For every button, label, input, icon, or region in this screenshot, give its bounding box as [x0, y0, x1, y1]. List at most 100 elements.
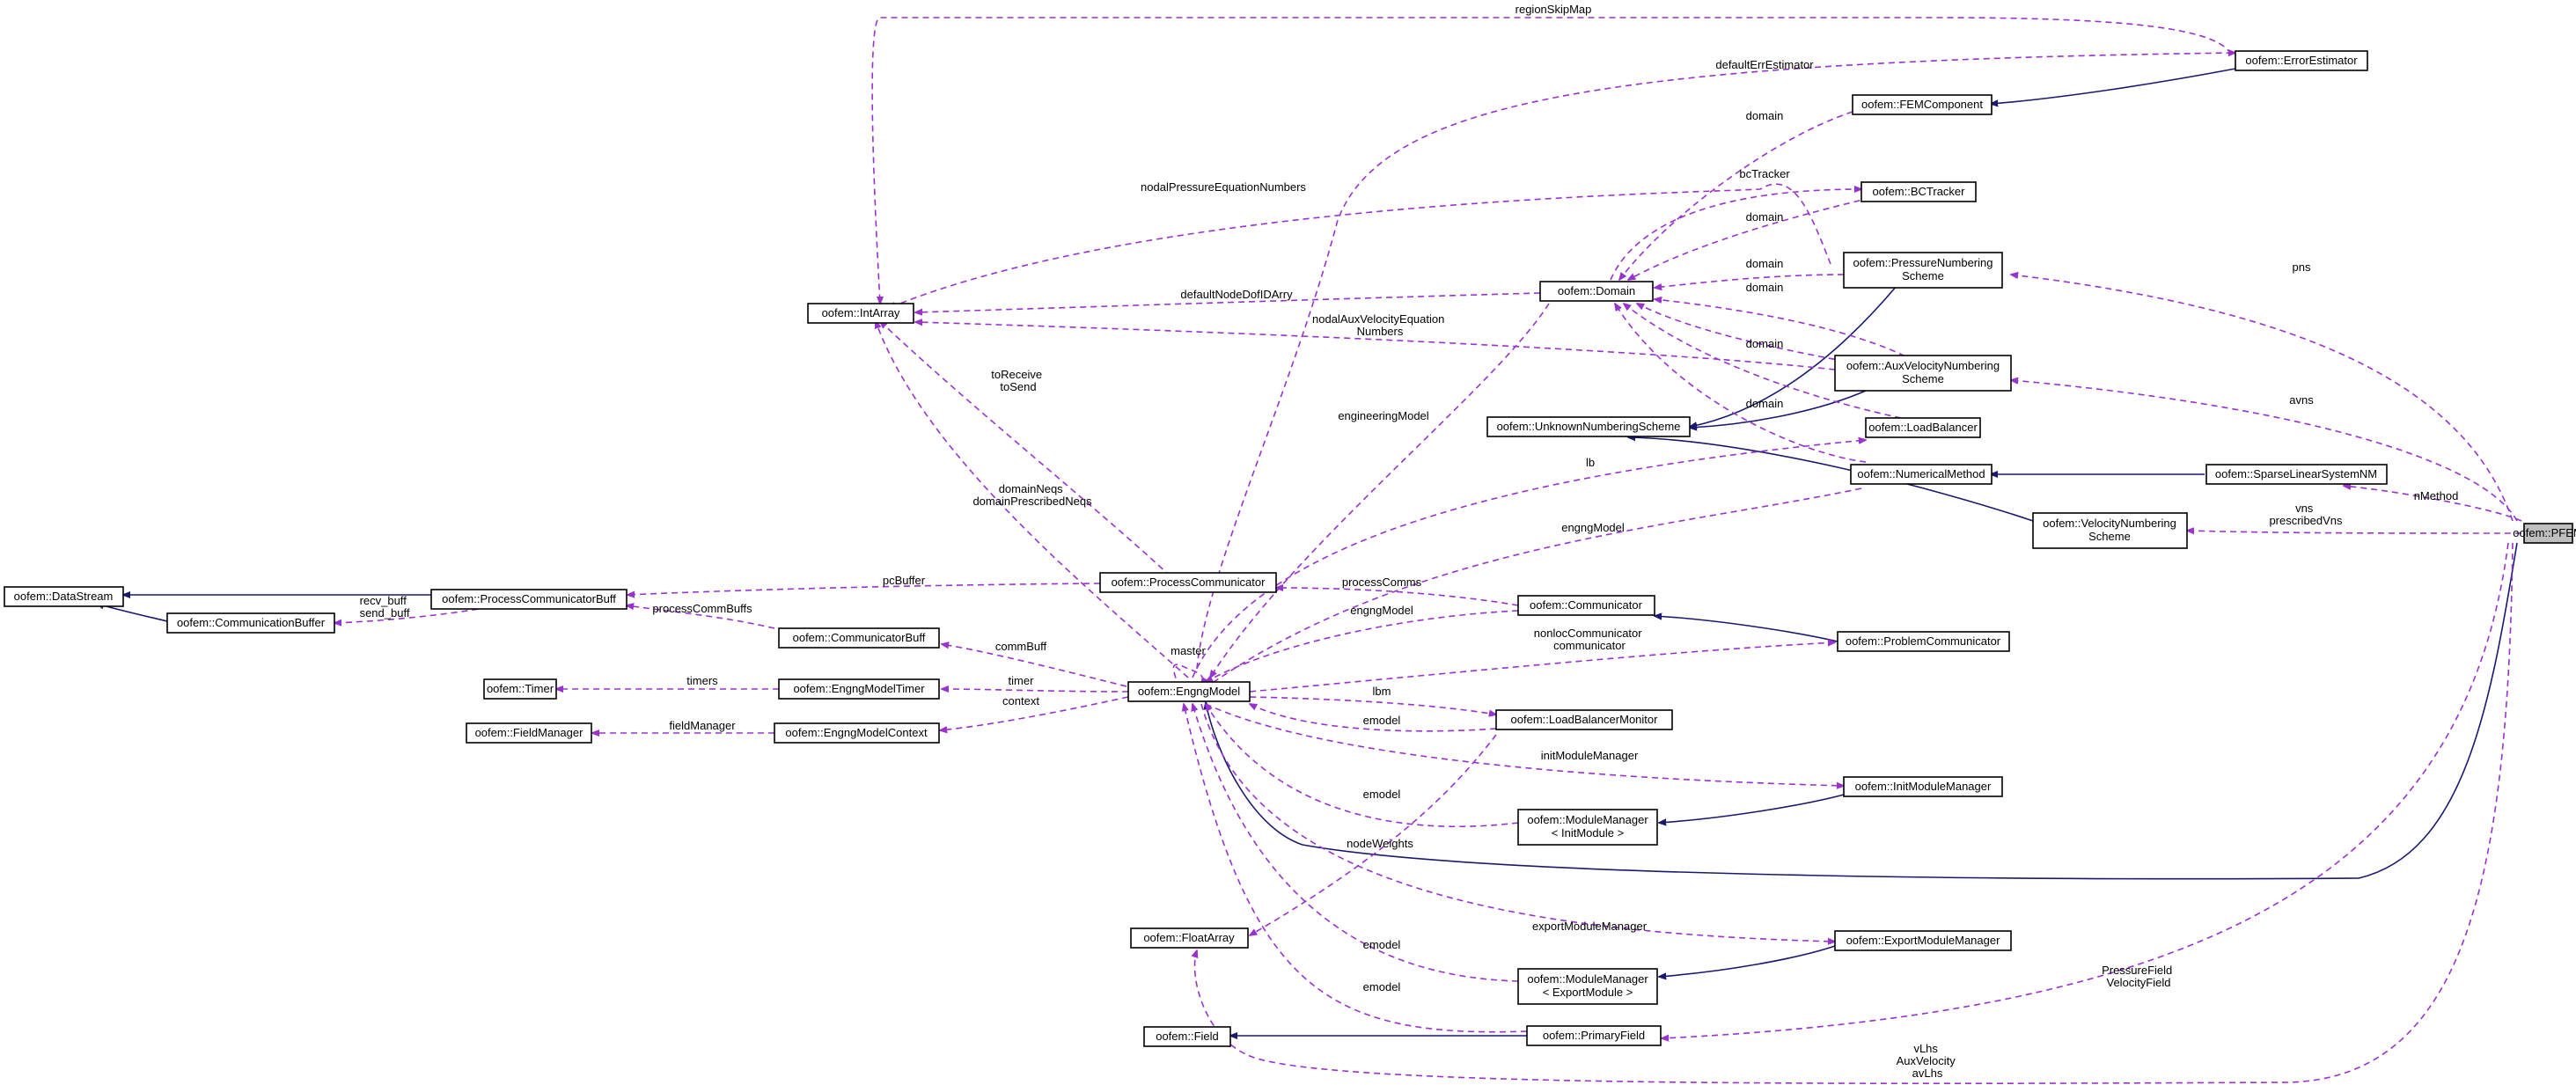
- node-field-label: oofem::Field: [1156, 1030, 1219, 1043]
- edge-emodel-init: [1206, 704, 1519, 828]
- label-defaultnodedof: defaultNodeDofIDArry: [1180, 288, 1293, 301]
- node-processcommunicator[interactable]: oofem::ProcessCommunicator: [1099, 572, 1277, 593]
- node-initmodulemanager[interactable]: oofem::InitModuleManager: [1843, 776, 2003, 797]
- node-femcomponent-label: oofem::FEMComponent: [1861, 98, 1983, 111]
- label-bctracker: bcTracker: [1739, 167, 1790, 180]
- edge-recvbuff: [334, 606, 489, 623]
- label-exportmodulemanager: exportModuleManager: [1532, 920, 1648, 933]
- edge-engngmodel-comm: [1206, 610, 1519, 682]
- node-femcomponent[interactable]: oofem::FEMComponent: [1852, 94, 1993, 115]
- node-errorestimator[interactable]: oofem::ErrorEstimator: [2235, 50, 2368, 71]
- node-communicationbuffer-label: oofem::CommunicationBuffer: [177, 616, 326, 629]
- node-engngmodel[interactable]: oofem::EngngModel: [1127, 681, 1251, 702]
- edge-defaultnodedof: [915, 292, 1541, 312]
- node-timer-label: oofem::Timer: [487, 682, 554, 695]
- node-processcommunicatorbuff[interactable]: oofem::ProcessCommunicatorBuff: [430, 589, 627, 610]
- node-velocitynumberingscheme-label1: oofem::VelocityNumbering: [2043, 517, 2176, 530]
- label-fields-line2: VelocityField: [2107, 976, 2171, 989]
- node-primaryfield-label: oofem::PrimaryField: [1543, 1029, 1645, 1042]
- edge-aux-unknown: [1690, 390, 1867, 428]
- node-exportmodulemanager[interactable]: oofem::ExportModuleManager: [1834, 930, 2012, 951]
- node-modulemanager-exportmodule[interactable]: oofem::ModuleManager < ExportModule >: [1517, 968, 1658, 1005]
- node-engngmodeltimer[interactable]: oofem::EngngModelTimer: [778, 678, 940, 700]
- node-unknownnumberingscheme[interactable]: oofem::UnknownNumberingScheme: [1486, 416, 1691, 437]
- label-toreceive-line2: toSend: [1000, 380, 1036, 393]
- edge-domain-loadbalancer: [1624, 304, 1902, 419]
- edge-lb: [1192, 440, 1866, 678]
- edge-domainneqs: [876, 321, 1189, 678]
- node-auxvelocitynumberingscheme-label2: Scheme: [1902, 372, 1944, 385]
- node-primaryfield[interactable]: oofem::PrimaryField: [1526, 1025, 1662, 1046]
- node-communicatorbuff[interactable]: oofem::CommunicatorBuff: [778, 627, 940, 649]
- edge-nodeweights: [1250, 734, 1497, 935]
- node-timer[interactable]: oofem::Timer: [483, 678, 557, 700]
- label-nodalauxvelocity-line1: nodalAuxVelocityEquation: [1312, 312, 1444, 326]
- edge-domain-pressure: [1655, 274, 1845, 288]
- node-numericalmethod[interactable]: oofem::NumericalMethod: [1850, 464, 1993, 485]
- node-intarray[interactable]: oofem::IntArray: [807, 303, 914, 324]
- node-processcommunicator-label: oofem::ProcessCommunicator: [1112, 575, 1266, 589]
- label-domain-loadbalancer: domain: [1746, 397, 1784, 410]
- node-loadbalancermonitor-label: oofem::LoadBalancerMonitor: [1511, 713, 1659, 726]
- node-modulemanager-exportmodule-label1: oofem::ModuleManager: [1527, 972, 1648, 986]
- node-intarray-label: oofem::IntArray: [822, 306, 900, 319]
- edge-domain-bctracker: [1628, 197, 1871, 280]
- node-auxvelocitynumberingscheme[interactable]: oofem::AuxVelocityNumbering Scheme: [1834, 355, 2012, 392]
- node-velocitynumberingscheme[interactable]: oofem::VelocityNumbering Scheme: [2032, 512, 2188, 549]
- node-datastream[interactable]: oofem::DataStream: [4, 586, 124, 607]
- label-domain-aux2: domain: [1746, 337, 1784, 350]
- node-floatarray-label: oofem::FloatArray: [1143, 931, 1235, 944]
- node-communicatorbuff-label: oofem::CommunicatorBuff: [793, 631, 926, 644]
- edge-fields: [1662, 542, 2509, 1038]
- node-loadbalancermonitor[interactable]: oofem::LoadBalancerMonitor: [1495, 709, 1673, 730]
- node-modulemanager-initmodule[interactable]: oofem::ModuleManager < InitModule >: [1517, 809, 1658, 846]
- node-pressurenumberingscheme-label2: Scheme: [1902, 269, 1944, 282]
- edge-engineeringmodel: [1210, 303, 1550, 678]
- node-bctracker[interactable]: oofem::BCTracker: [1860, 181, 1977, 202]
- label-emodel-lbm: emodel: [1363, 714, 1401, 727]
- label-domain-bctracker: domain: [1746, 210, 1784, 224]
- node-pfem[interactable]: oofem::PFEM: [2513, 523, 2576, 544]
- node-pressurenumberingscheme[interactable]: oofem::PressureNumbering Scheme: [1843, 252, 2003, 289]
- node-bctracker-label: oofem::BCTracker: [1873, 185, 1966, 198]
- node-loadbalancer[interactable]: oofem::LoadBalancer: [1865, 417, 1981, 438]
- node-sparselinearsystemnm-label: oofem::SparseLinearSystemNM: [2215, 467, 2377, 480]
- node-datastream-label: oofem::DataStream: [14, 590, 114, 603]
- edge-domain-aux: [1655, 299, 1915, 362]
- node-engngmodel-label: oofem::EngngModel: [1138, 685, 1240, 698]
- edges: [97, 17, 2522, 1085]
- label-timers: timers: [686, 674, 718, 687]
- node-domain-label: oofem::Domain: [1558, 284, 1635, 297]
- label-domain-femcomponent: domain: [1746, 109, 1784, 122]
- node-fieldmanager[interactable]: oofem::FieldManager: [466, 722, 592, 744]
- node-communicator[interactable]: oofem::Communicator: [1517, 595, 1655, 616]
- node-floatarray[interactable]: oofem::FloatArray: [1130, 927, 1249, 949]
- label-fields-line1: PressureField: [2102, 964, 2172, 977]
- label-engineeringmodel: engineeringModel: [1338, 409, 1428, 422]
- node-engngmodelcontext[interactable]: oofem::EngngModelContext: [774, 722, 940, 744]
- node-problemcommunicator[interactable]: oofem::ProblemCommunicator: [1837, 631, 2010, 652]
- node-communicationbuffer[interactable]: oofem::CommunicationBuffer: [166, 612, 335, 634]
- label-engngmodel-comm: engngModel: [1350, 604, 1413, 617]
- node-field[interactable]: oofem::Field: [1143, 1026, 1231, 1047]
- edge-domain-femcomponent: [1619, 111, 1853, 280]
- label-domainneqs-line1: domainNeqs: [999, 482, 1063, 495]
- node-domain[interactable]: oofem::Domain: [1539, 281, 1654, 302]
- label-vns-line2: prescribedVns: [2269, 514, 2343, 527]
- label-lb: lb: [1586, 456, 1595, 469]
- edge-bctracker: [1610, 189, 1861, 281]
- label-engngmodel-numerical: engngModel: [1561, 521, 1625, 534]
- edge-emodel-export: [1193, 704, 1519, 982]
- label-fieldmanager: fieldManager: [669, 719, 736, 732]
- edge-avns: [2011, 380, 2518, 522]
- edge-exportmodulemanager: [1200, 703, 1835, 942]
- node-problemcommunicator-label: oofem::ProblemCommunicator: [1846, 634, 2001, 648]
- label-emodel-export: emodel: [1363, 938, 1401, 951]
- label-toreceive: toReceive toSend: [991, 368, 1045, 393]
- edge-problemcomm-communicator: [1655, 616, 1838, 642]
- label-emodel-init: emodel: [1363, 788, 1401, 801]
- label-nodalauxvelocity: nodalAuxVelocityEquation Numbers: [1312, 312, 1448, 338]
- edge-emodel-lbm: [1250, 704, 1497, 732]
- label-domainneqs: domainNeqs domainPrescribedNeqs: [972, 482, 1092, 508]
- node-sparselinearsystemnm[interactable]: oofem::SparseLinearSystemNM: [2205, 464, 2388, 485]
